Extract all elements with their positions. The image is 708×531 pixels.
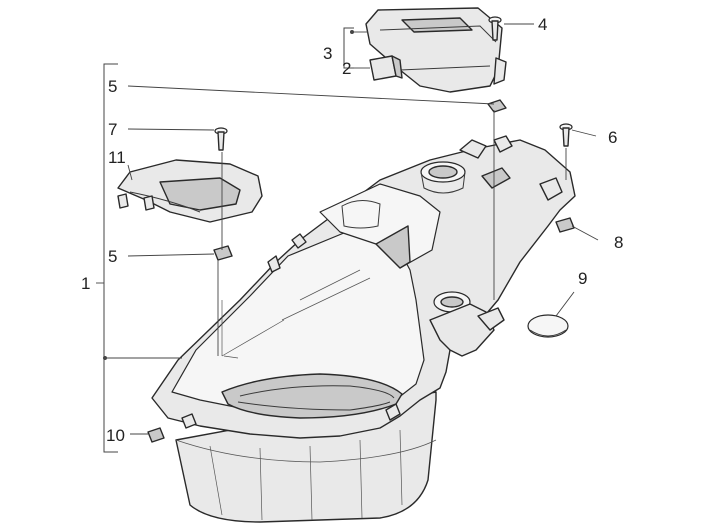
screw-7-icon xyxy=(214,127,228,151)
callout-2: 2 xyxy=(342,59,351,78)
seat-lock-block xyxy=(369,55,403,81)
round-cap-icon xyxy=(527,314,569,338)
screw-6-icon xyxy=(559,123,573,147)
callout-1: 1 xyxy=(81,274,90,293)
callout-4: 4 xyxy=(538,15,547,34)
callout-9: 9 xyxy=(578,269,587,288)
screw-4-icon xyxy=(488,16,502,41)
clip-nut-upper-icon xyxy=(487,99,507,113)
callout-6: 6 xyxy=(608,128,617,147)
callout-5-lower: 5 xyxy=(108,247,117,266)
clip-nut-lower-icon xyxy=(213,245,233,261)
inner-lid xyxy=(117,159,263,223)
callout-8: 8 xyxy=(614,233,623,252)
callout-11: 11 xyxy=(108,148,126,167)
sub-bracket xyxy=(343,27,354,69)
callout-3: 3 xyxy=(323,44,332,63)
leader-lines xyxy=(127,23,599,435)
seat-lock-cover xyxy=(365,7,507,93)
callout-7: 7 xyxy=(108,120,117,139)
clip-10-icon xyxy=(147,427,165,443)
helmet-compartment xyxy=(151,135,576,523)
callout-10: 10 xyxy=(106,426,125,445)
callout-5-upper: 5 xyxy=(108,77,117,96)
assembly-bracket xyxy=(103,63,118,453)
clip-nut-8-icon xyxy=(555,217,575,233)
